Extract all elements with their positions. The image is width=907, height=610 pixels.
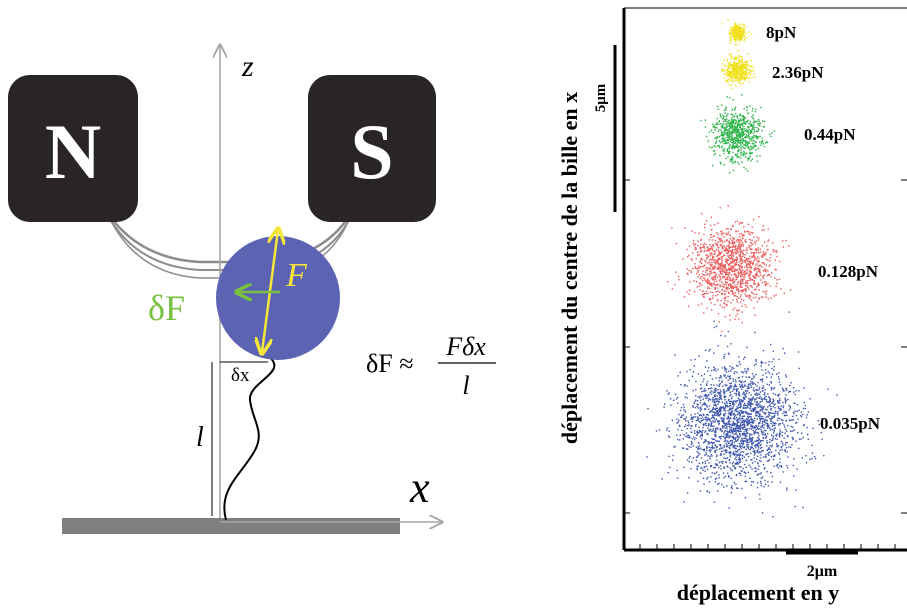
x-axis-label: x [409,463,430,512]
scatter-plot: déplacement du centre de la bille en x 5… [557,7,907,605]
z-axis-label: z [241,50,254,83]
approximation-formula: δF ≈ Fδx l [366,332,496,400]
plot-frame [622,7,907,552]
y-axis-label: déplacement du centre de la bille en x [557,92,582,444]
magnet-north-label: N [45,108,101,195]
scatter-cloud-2.36pN [721,44,756,90]
delta-force-label: δF [148,288,185,328]
formula-numerator: Fδx [445,332,486,361]
series-label-8pN: 8pN [766,23,797,42]
magnetic-tweezers-diagram: z N S x l δx F δF δF ≈ Fδx l [8,45,496,534]
scatter-cloud-8pN [721,19,753,46]
formula-denominator: l [462,371,469,400]
series-label-0.44pN: 0.44pN [804,125,856,144]
scatter-cloud-0.128pN [666,205,792,333]
bead [216,236,340,360]
scatter-cloud-0.44pN [700,94,776,174]
x-axis-label-plot: déplacement en y [677,580,840,605]
horizontal-scalebar-label: 2μm [807,563,838,580]
magnet-south [308,75,436,222]
delta-x-label: δx [231,365,250,386]
magnet-north [8,75,138,222]
substrate [62,518,400,534]
formula-lhs: δF ≈ [366,349,413,378]
length-label: l [196,422,204,453]
series-label-2.36pN: 2.36pN [772,63,824,82]
dna-tether [223,355,276,521]
scatter-clouds [646,19,838,518]
series-label-0.128pN: 0.128pN [818,262,879,281]
force-label: F [285,257,308,294]
plot-ticks [624,179,907,550]
scatter-cloud-0.035pN [646,311,838,518]
magnet-south-label: S [350,108,393,195]
vertical-scalebar-label: 5μm [593,83,609,112]
series-label-0.035pN: 0.035pN [820,414,881,433]
